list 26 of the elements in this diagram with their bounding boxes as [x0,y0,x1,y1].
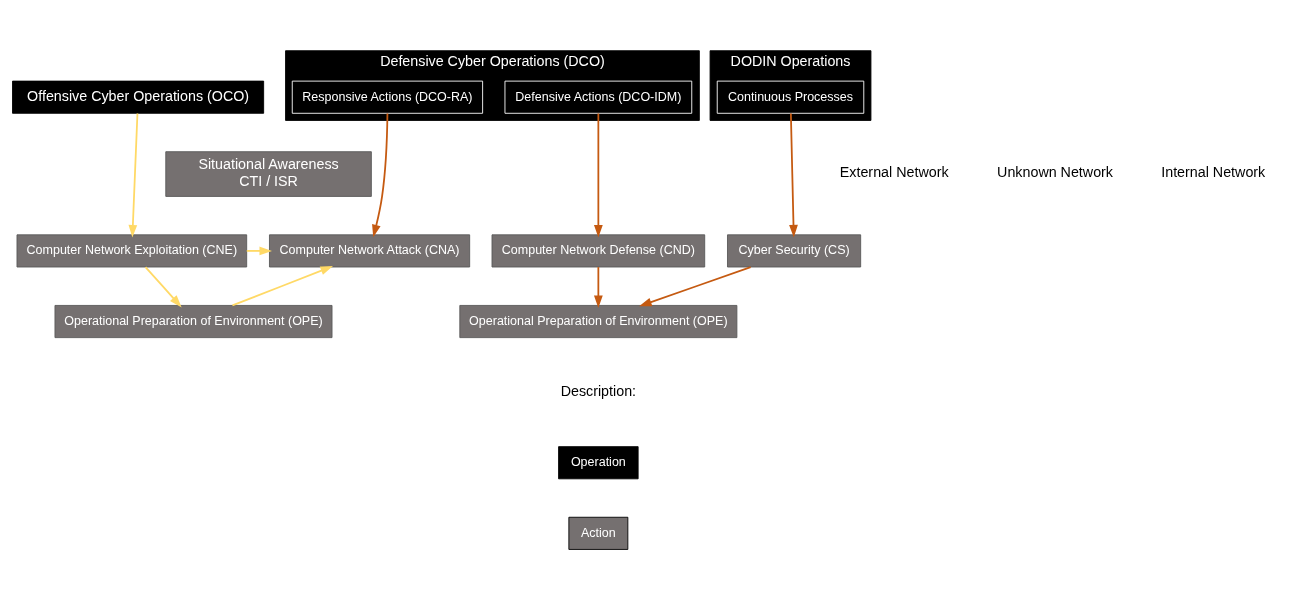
label: External Network [839,164,949,181]
arrow [593,266,603,309]
node-box: Computer Network Defense (CND) [491,234,706,268]
node-box: Offensive Cyber Operations (OCO) [12,80,265,114]
legend-label: Operation [570,455,626,470]
node-box: Responsive Actions (DCO-RA) [291,80,484,114]
arrow [789,112,798,238]
label: Unknown Network [997,164,1113,181]
label: Internal Network [1161,164,1266,181]
node-box: Operational Preparation of Environment (OPE) [54,305,333,339]
arrow [639,266,752,307]
node-box: Operational Preparation of Environment (OPE) [459,305,738,339]
node-box: Continuous Processes [716,80,865,114]
label: Description: [560,382,637,399]
node-box: Computer Network Exploitation (CNE) [16,234,248,268]
node-box: Cyber Security (CS) [727,234,862,268]
arrow [144,266,182,308]
node-box: Defensive Actions (DCO-IDM) [504,80,693,114]
arrow [231,266,333,307]
arrow [593,112,603,238]
arrow [128,112,139,238]
legend-label: Action [580,525,616,540]
arrow [372,112,389,238]
arrow [245,246,272,256]
node-box: Situational Awareness CTI / ISR [165,151,372,197]
node-box: Computer Network Attack (CNA) [269,234,471,268]
